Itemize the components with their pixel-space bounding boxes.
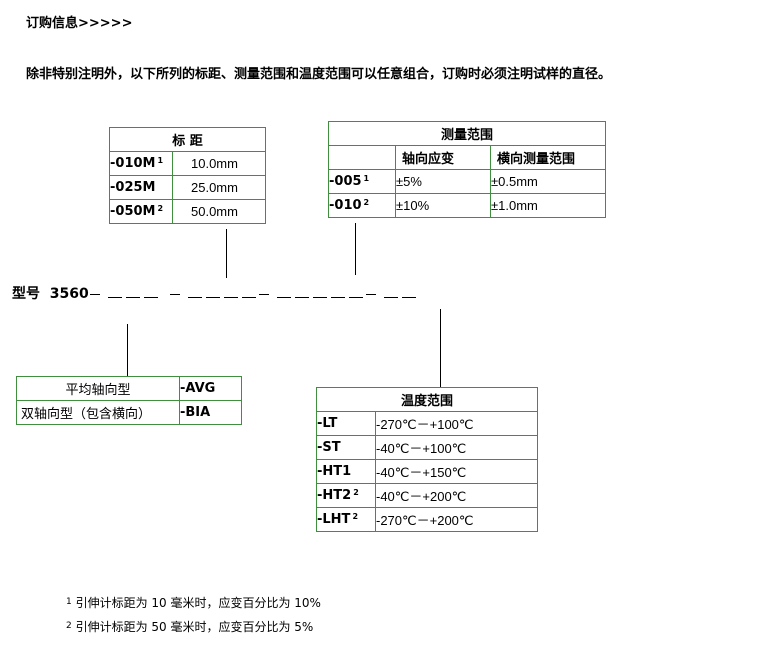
temp-range: -40℃－+150℃	[375, 459, 538, 484]
separator-dash	[366, 293, 377, 295]
temp-range: -270℃－+100℃	[375, 411, 538, 436]
range-axial: ±5%	[395, 169, 491, 194]
blank-gauge	[206, 283, 221, 298]
blank-type	[107, 283, 122, 298]
range-header-transverse: 横向测量范围	[490, 145, 606, 170]
blank-range	[277, 283, 292, 298]
footnote: 2 引伸计标距为 50 毫米时，应变百分比为 5%	[66, 618, 313, 635]
temp-table-title: 温度范围	[316, 387, 538, 412]
blank-range	[349, 283, 364, 298]
table-row: -ST -40℃－+100℃	[316, 435, 538, 460]
blank-gauge	[188, 283, 203, 298]
temp-code: -LT	[316, 411, 376, 436]
table-row: -025M 25.0mm	[109, 175, 266, 200]
model-label: 型号	[12, 286, 40, 302]
blank-range	[295, 283, 310, 298]
range-header-blank	[328, 145, 396, 170]
temp-range: -40℃－+200℃	[375, 483, 538, 508]
gauge-value: 10.0mm	[172, 151, 266, 176]
gauge-value: 25.0mm	[172, 175, 266, 200]
blank-gauge	[224, 283, 239, 298]
temperature-range-table: 温度范围 -LT -270℃－+100℃ -ST -40℃－+100℃ -HT1…	[316, 387, 538, 532]
model-number-line: 型号 3560	[12, 283, 418, 303]
gauge-value: 50.0mm	[172, 199, 266, 224]
blank-gauge	[242, 283, 257, 298]
separator-dash	[170, 293, 181, 295]
type-label: 平均轴向型	[16, 376, 180, 401]
table-row: 双轴向型（包含横向） -BIA	[16, 400, 242, 425]
blank-type	[143, 283, 158, 298]
table-row: -HT1 -40℃－+150℃	[316, 459, 538, 484]
separator-dash	[259, 293, 270, 295]
range-connector-line	[355, 223, 356, 275]
separator-dash	[89, 293, 100, 295]
extensometer-type-table: 平均轴向型 -AVG 双轴向型（包含横向） -BIA	[16, 376, 242, 425]
blank-type	[125, 283, 140, 298]
gauge-code: -025M	[109, 175, 173, 200]
model-number: 3560	[49, 286, 89, 302]
blank-temp	[383, 283, 398, 298]
table-row: 平均轴向型 -AVG	[16, 376, 242, 401]
range-transverse: ±1.0mm	[490, 193, 606, 218]
gauge-table-title: 标 距	[109, 127, 266, 152]
blank-range	[313, 283, 328, 298]
table-row: -LT -270℃－+100℃	[316, 411, 538, 436]
temp-code: -HT1	[316, 459, 376, 484]
footnote-text: 引伸计标距为 50 毫米时，应变百分比为 5%	[75, 620, 314, 634]
range-table-title: 测量范围	[328, 121, 606, 146]
blank-range	[331, 283, 346, 298]
footnote: 1 引伸计标距为 10 毫米时，应变百分比为 10%	[66, 594, 321, 611]
temp-connector-line	[440, 309, 441, 388]
blank-temp	[401, 283, 416, 298]
gauge-connector-line	[226, 229, 227, 278]
footnote-text: 引伸计标距为 10 毫米时，应变百分比为 10%	[75, 596, 321, 610]
temp-code: -ST	[316, 435, 376, 460]
footnote-mark: 2	[66, 621, 72, 631]
type-connector-line	[127, 324, 128, 376]
type-code: -BIA	[179, 400, 242, 425]
footnote-mark: 1	[66, 597, 72, 607]
temp-range: -40℃－+100℃	[375, 435, 538, 460]
range-axial: ±10%	[395, 193, 491, 218]
page-title: 订购信息>>>>>	[26, 16, 133, 31]
temp-range: -270℃－+200℃	[375, 507, 538, 532]
range-header-axial: 轴向应变	[395, 145, 491, 170]
type-code: -AVG	[179, 376, 242, 401]
type-label: 双轴向型（包含横向）	[16, 400, 180, 425]
range-transverse: ±0.5mm	[490, 169, 606, 194]
intro-text: 除非特别注明外，以下所列的标距、测量范围和温度范围可以任意组合，订购时必须注明试…	[26, 67, 612, 82]
